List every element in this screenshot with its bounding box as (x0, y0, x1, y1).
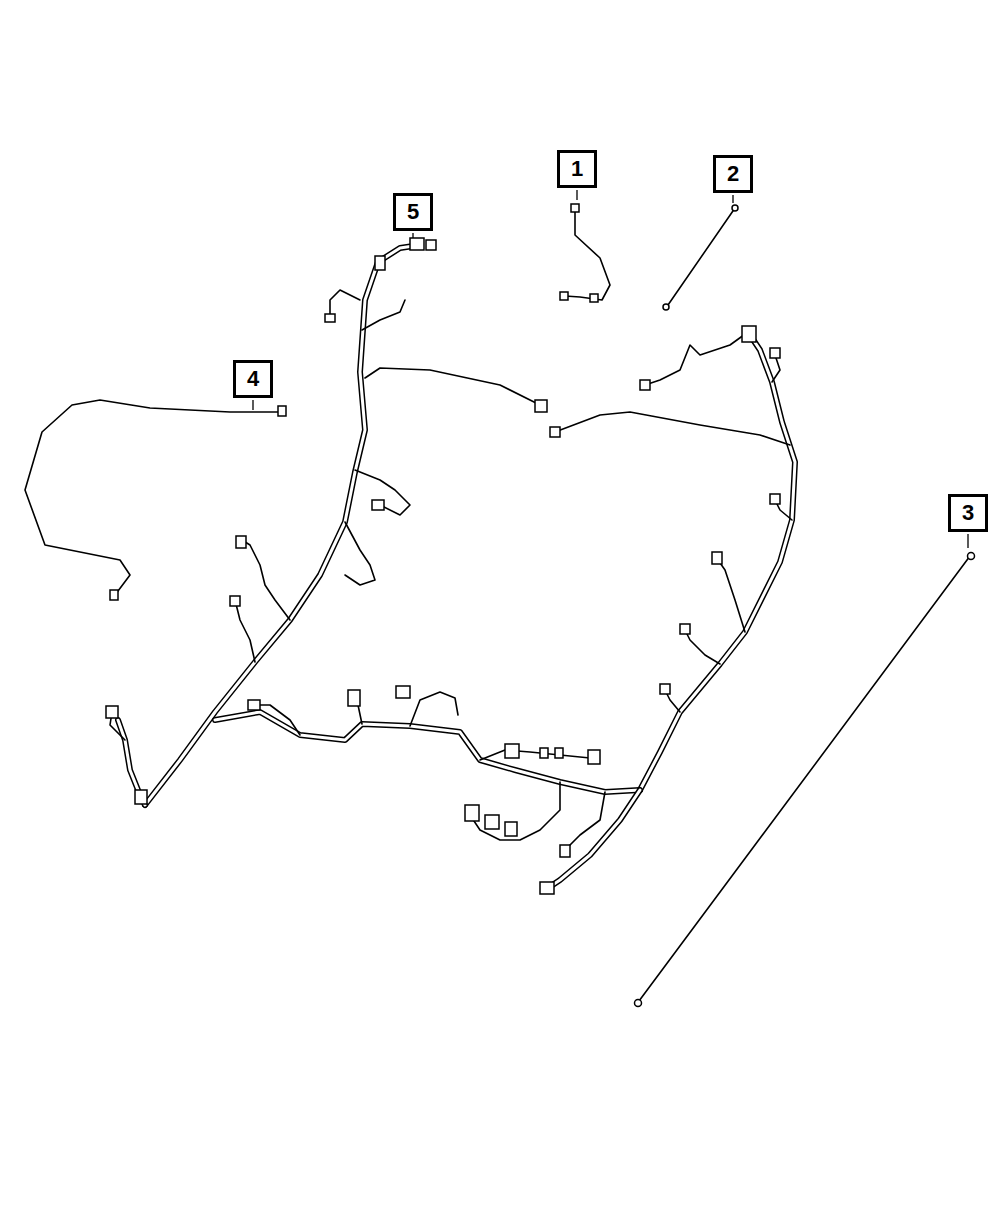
callout-box: 5 (393, 193, 433, 231)
part-2-cable (668, 208, 735, 305)
part-3-cable (639, 556, 970, 1001)
callout-box: 2 (713, 155, 753, 193)
callout-number: 5 (407, 201, 419, 223)
callout-number: 1 (571, 158, 583, 180)
callout-box: 3 (948, 494, 988, 532)
part-1-wire (565, 206, 610, 300)
main-harness (118, 245, 795, 890)
callout-number: 2 (727, 163, 739, 185)
harness-branches (110, 290, 792, 850)
harness-connectors (106, 238, 780, 894)
callout-box: 1 (557, 150, 597, 188)
callout-number: 3 (962, 502, 974, 524)
part-4-wire (25, 400, 282, 595)
callout-number: 4 (247, 368, 259, 390)
leader-lines (253, 190, 968, 548)
callout-box: 4 (233, 360, 273, 398)
